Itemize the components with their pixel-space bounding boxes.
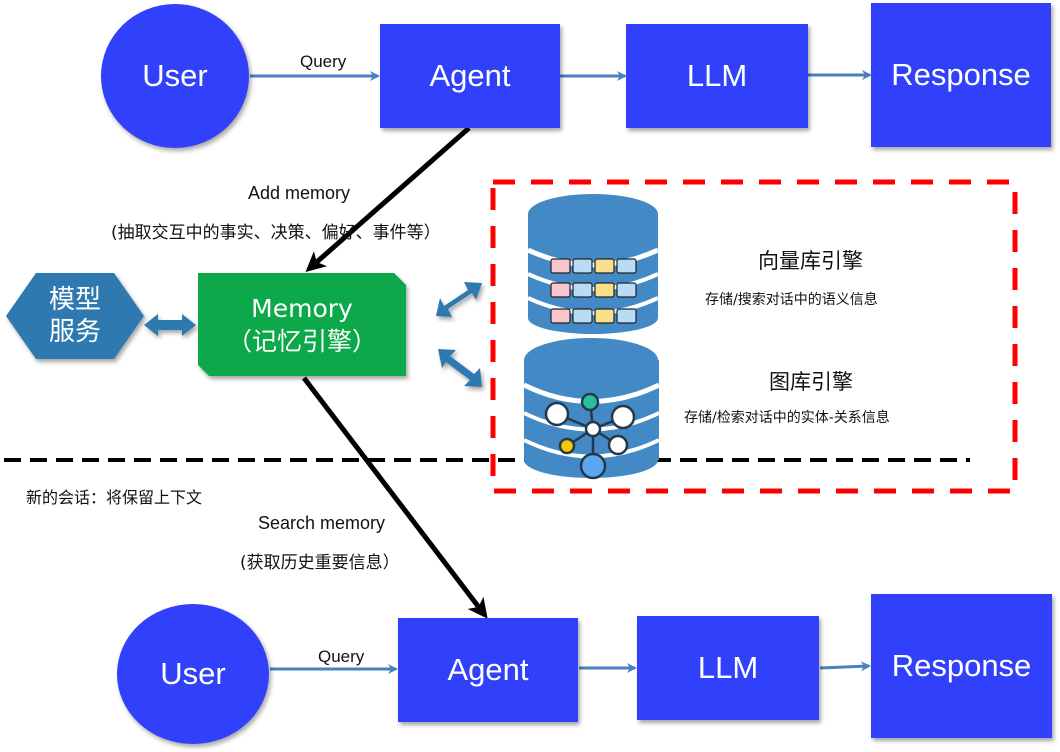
query-label-top: Query [300, 52, 347, 71]
double-arrow-model-memory [144, 314, 196, 336]
llm-node-bottom [637, 616, 819, 720]
model-service-label: 模型 服务 [6, 273, 144, 359]
user-node-top-label: User [142, 58, 208, 93]
llm-node-top-label: LLM [686, 58, 748, 93]
memory-engine-shape [198, 273, 406, 376]
arrow-llm-to-response-bottom [819, 661, 871, 672]
vector-engine-title: 向量库引擎 [758, 249, 863, 273]
llm-node-bottom-label: LLM [697, 650, 759, 685]
model-service-hexagon [6, 273, 144, 359]
search-memory-detail: (获取历史重要信息） [240, 553, 400, 573]
agent-node-top [380, 24, 560, 128]
double-arrow-memory-graph [438, 349, 482, 387]
user-node-bottom-label: User [160, 656, 226, 691]
agent-node-top-label: Agent [429, 58, 511, 93]
llm-node-top [626, 24, 808, 128]
model-service-line1: 模型 [48, 285, 101, 315]
add-memory-detail: (抽取交互中的事实、决策、偏好、事件等） [111, 223, 441, 243]
user-node-bottom [117, 604, 269, 744]
memory-engine-line2: （记忆引擎） [226, 326, 377, 356]
response-node-bottom-label: Response [891, 648, 1032, 683]
add-memory-title: Add memory [248, 183, 351, 203]
agent-node-bottom-label: Agent [447, 652, 529, 687]
query-label-bottom: Query [318, 647, 365, 666]
double-arrow-memory-vector [436, 282, 482, 317]
search-memory-title: Search memory [258, 513, 386, 533]
graph-engine-desc: 存储/检索对话中的实体-关系信息 [684, 410, 890, 426]
new-session-note: 新的会话：将保留上下文 [26, 488, 203, 507]
response-node-bottom [871, 594, 1052, 738]
response-node-top [871, 3, 1051, 147]
graph-engine-title: 图库引擎 [769, 370, 853, 394]
vector-engine-desc: 存储/搜索对话中的语义信息 [705, 292, 878, 308]
memory-engine-label: Memory （记忆引擎） [198, 273, 406, 376]
add-memory-arrow [305, 126, 471, 272]
agent-node-bottom [398, 618, 578, 722]
memory-engine-line1: Memory [251, 293, 353, 323]
user-node-top [101, 4, 249, 148]
vector-db-icon [526, 194, 660, 334]
model-service-line2: 服务 [48, 317, 101, 347]
graph-db-icon [522, 338, 661, 480]
response-node-top-label: Response [891, 57, 1031, 92]
search-memory-arrow [302, 376, 488, 619]
